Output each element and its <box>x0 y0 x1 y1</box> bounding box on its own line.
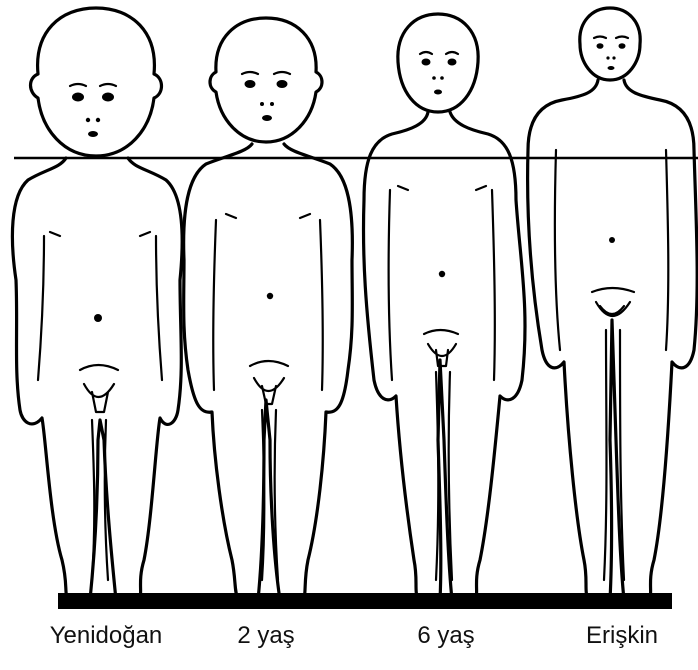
adult-figure <box>528 8 698 600</box>
ground-bar <box>58 593 672 609</box>
label-two-years: 2 yaş <box>237 622 294 650</box>
six-year-figure <box>363 14 525 600</box>
two-year-figure <box>184 18 353 600</box>
six-year-head <box>398 14 478 112</box>
two-year-body <box>184 144 353 600</box>
two-year-head <box>210 18 322 142</box>
label-newborn: Yenidoğan <box>50 622 163 650</box>
label-six-years: 6 yaş <box>417 622 474 650</box>
label-adult: Erişkin <box>586 622 658 650</box>
newborn-figure <box>12 8 182 600</box>
